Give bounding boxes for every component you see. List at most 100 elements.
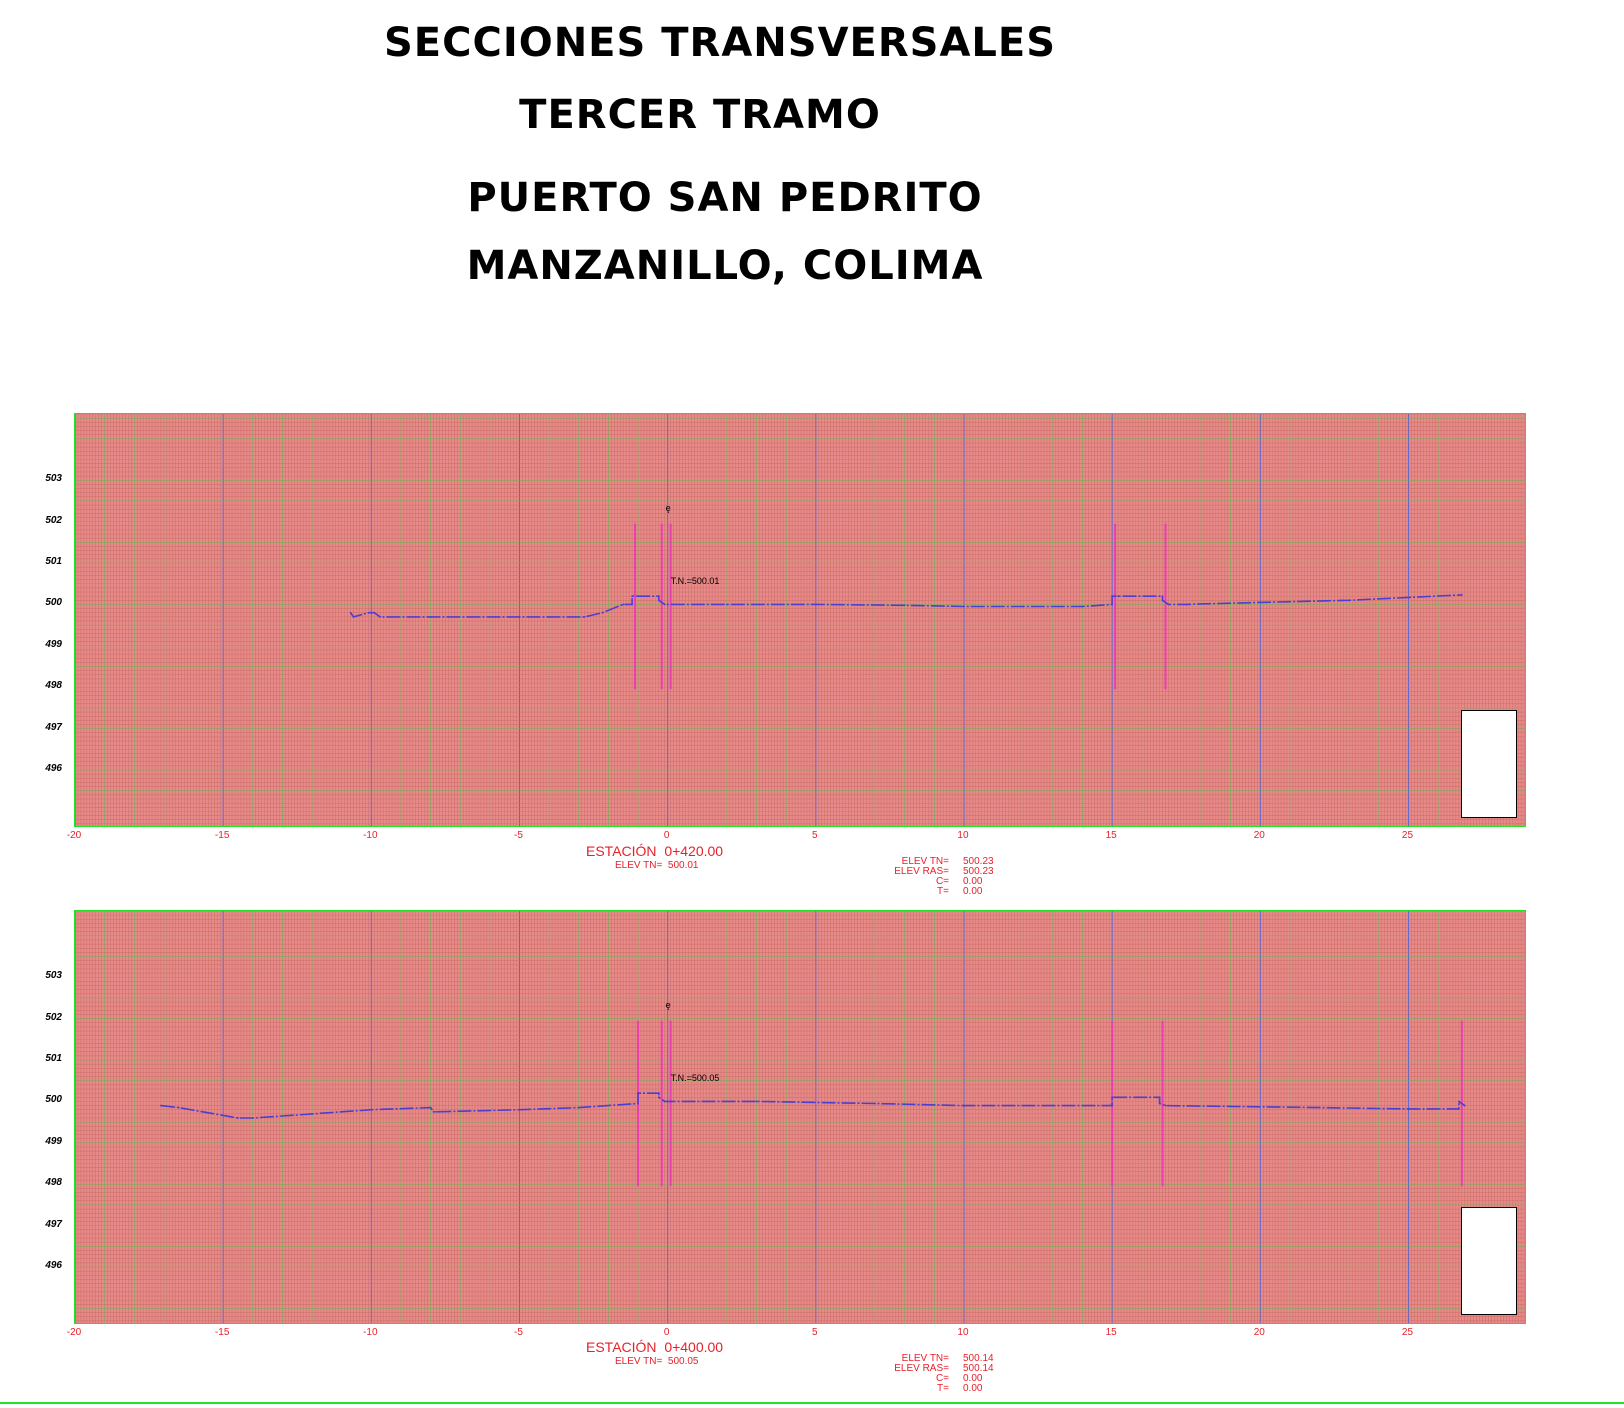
profile-point — [518, 1108, 521, 1111]
profile-point — [429, 615, 432, 618]
profile-point — [1111, 1096, 1114, 1099]
x-tick-label: 20 — [1253, 830, 1265, 841]
y-tick-label: 496 — [45, 1260, 62, 1272]
y-tick-label: 502 — [45, 514, 62, 526]
info-key: ELEV RAS= — [894, 866, 949, 877]
x-tick-label: 10 — [957, 1327, 969, 1338]
profile-point — [1081, 605, 1084, 608]
profile-point — [577, 1106, 580, 1109]
info-value: 500.23 — [963, 866, 994, 877]
info-key: ELEV TN= — [901, 856, 949, 867]
profile-point — [429, 1106, 432, 1109]
profile-point — [601, 611, 604, 614]
profile-point — [1229, 1105, 1232, 1108]
profile-point — [1460, 594, 1463, 596]
cross-section-chart — [75, 911, 1525, 1323]
profile-point — [963, 605, 965, 608]
profile-point — [637, 1092, 639, 1095]
info-key: T= — [937, 886, 949, 897]
y-tick-label: 497 — [45, 721, 62, 733]
profile-point — [1185, 603, 1188, 606]
x-tick-label: 25 — [1401, 830, 1414, 841]
profile-point — [237, 1117, 239, 1119]
profile-point — [311, 1112, 313, 1115]
profile-point — [657, 595, 660, 598]
grid-background — [75, 911, 1525, 1323]
centerline-symbol: ę — [665, 503, 671, 514]
x-tick-label: 0 — [663, 830, 670, 841]
profile-point — [631, 603, 633, 606]
y-tick-label: 501 — [45, 556, 62, 568]
x-tick-label: 20 — [1253, 1327, 1265, 1338]
tn-elevation-label: T.N.=500.05 — [670, 1072, 720, 1083]
x-tick-label: 10 — [957, 830, 969, 841]
profile-point — [1457, 1107, 1460, 1110]
y-tick-label: 502 — [45, 1011, 62, 1023]
title-line-1: SECCIONES TRANSVERSALES — [383, 20, 1057, 66]
white-box — [1461, 710, 1517, 818]
profile-point — [432, 1110, 435, 1113]
profile-point — [1348, 599, 1351, 602]
profile-point — [726, 603, 728, 606]
info-key: ELEV RAS= — [894, 1363, 949, 1374]
grid-background — [75, 414, 1525, 826]
profile-point — [1111, 1104, 1114, 1107]
info-value: 500.23 — [963, 856, 994, 867]
profile-point — [1161, 595, 1164, 598]
x-tick-label: -20 — [66, 830, 82, 841]
profile-point — [1158, 1096, 1161, 1099]
profile-point — [1164, 1104, 1167, 1107]
profile-point — [1407, 1107, 1410, 1110]
title-line-4: MANZANILLO, COLIMA — [466, 243, 984, 289]
profile-point — [643, 1092, 645, 1095]
profile-point — [1117, 595, 1119, 598]
profile-point — [1463, 1104, 1466, 1107]
info-value: 0.00 — [963, 1383, 983, 1394]
x-tick-label: 15 — [1105, 830, 1117, 841]
profile-point — [663, 1100, 666, 1103]
profile-point — [1259, 601, 1262, 604]
cross-section-chart — [75, 414, 1525, 826]
station-label: ESTACIÓN 0+400.00 — [586, 1339, 724, 1355]
profile-point — [1111, 595, 1114, 598]
x-tick-label: 25 — [1401, 1327, 1414, 1338]
profile-point — [349, 611, 352, 614]
profile-point — [435, 1110, 438, 1113]
profile-point — [370, 1108, 373, 1111]
profile-point — [622, 603, 625, 606]
x-tick-label: 5 — [812, 1327, 818, 1338]
y-tick-label: 497 — [45, 1218, 62, 1230]
profile-point — [637, 1102, 639, 1105]
info-key: C= — [935, 876, 949, 887]
info-value: 500.14 — [963, 1363, 994, 1374]
profile-point — [637, 595, 639, 598]
profile-point — [379, 615, 382, 618]
profile-point — [1167, 603, 1170, 606]
profile-point — [657, 599, 660, 602]
info-key: C= — [935, 1373, 949, 1384]
info-value: 0.00 — [963, 886, 983, 897]
profile-point — [352, 615, 355, 618]
white-box — [1461, 1207, 1517, 1315]
grid-lines — [75, 414, 1525, 826]
station-label: ESTACIÓN 0+420.00 — [586, 843, 724, 859]
elev-tn-line: ELEV TN= 500.05 — [615, 1356, 699, 1367]
x-tick-label: -10 — [363, 1327, 378, 1338]
centerline-symbol: ę — [665, 1000, 671, 1011]
profile-point — [1161, 599, 1164, 602]
x-tick-label: -20 — [66, 1327, 82, 1338]
y-tick-label: 503 — [45, 473, 62, 485]
x-tick-label: 0 — [663, 1327, 670, 1338]
profile-point — [1111, 603, 1114, 606]
profile-point — [963, 1104, 965, 1107]
y-tick-label: 498 — [45, 680, 62, 692]
y-tick-label: 499 — [45, 638, 62, 650]
y-tick-label: 501 — [45, 1053, 62, 1065]
profile-point — [518, 615, 521, 618]
profile-point — [367, 611, 370, 614]
profile-point — [177, 1106, 180, 1109]
x-tick-label: -15 — [214, 1327, 230, 1338]
y-tick-label: 500 — [45, 1094, 62, 1106]
profile-point — [373, 611, 376, 614]
